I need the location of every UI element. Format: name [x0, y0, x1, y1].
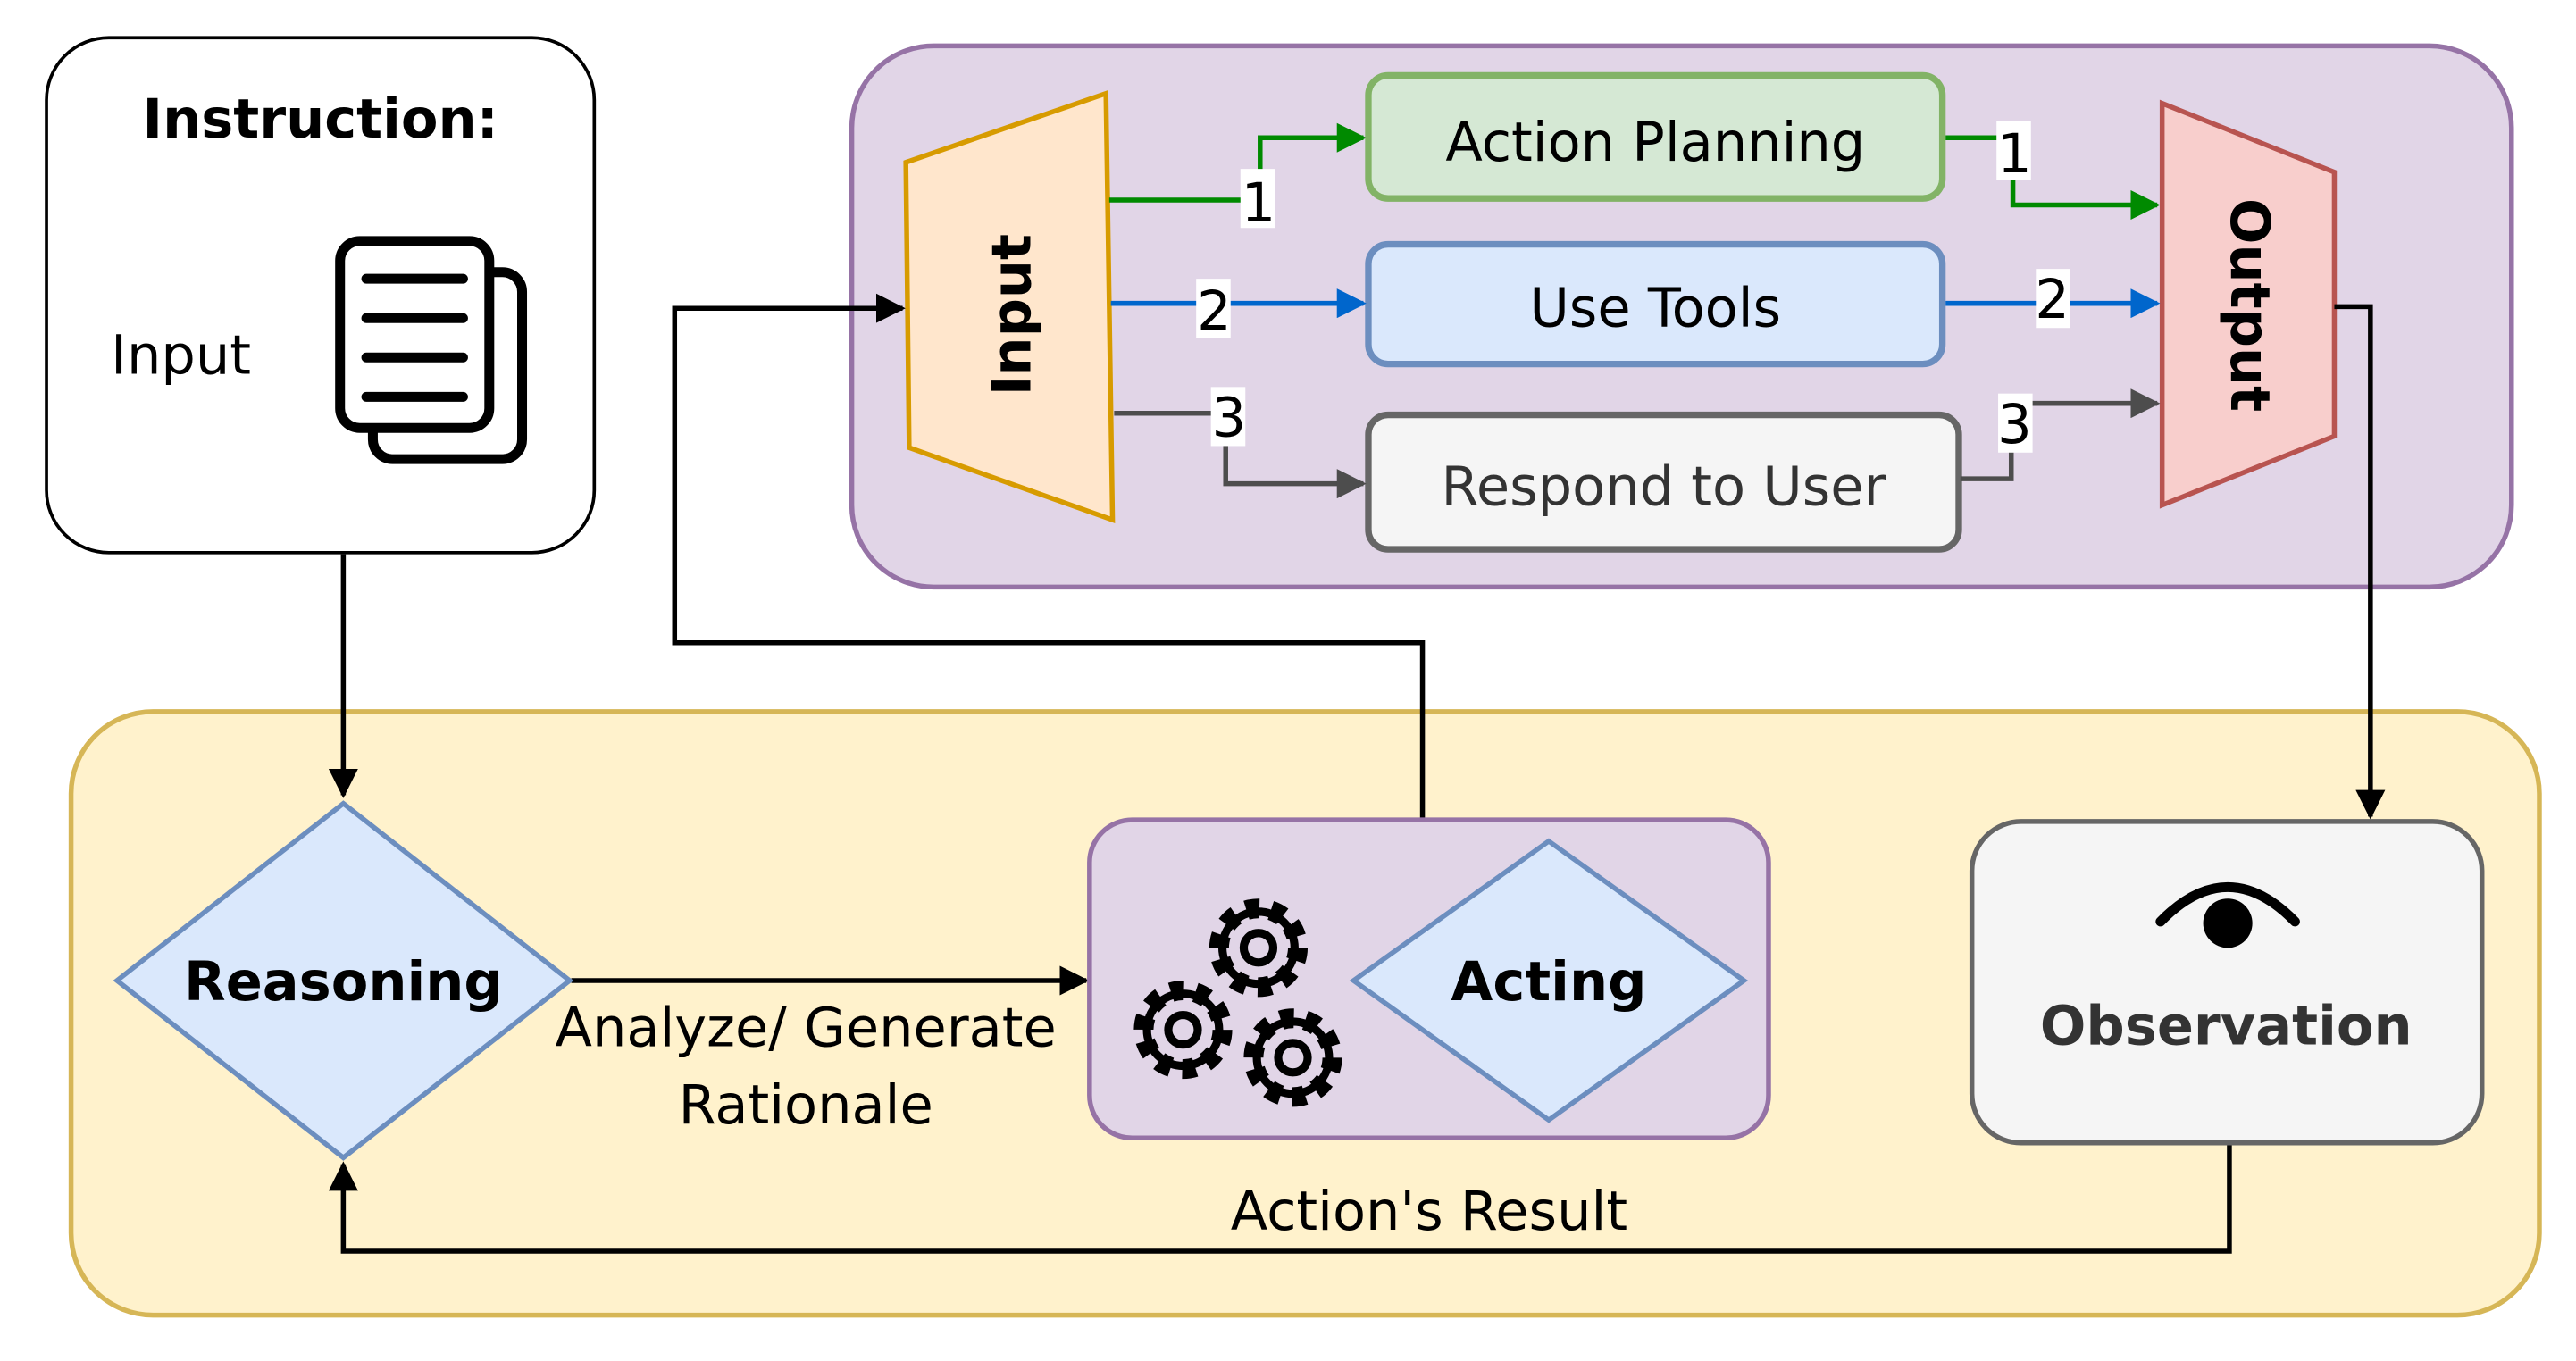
output-block-label: Output: [2218, 198, 2280, 412]
observation-box: Observation: [1969, 819, 2485, 1146]
reasoning-node: Reasoning: [113, 800, 574, 1161]
output-block: Output: [2159, 99, 2338, 509]
document-stack-icon: [335, 236, 528, 464]
path1-in-number: 1: [1242, 172, 1276, 235]
path2-in-number: 2: [1197, 280, 1232, 343]
reasoning-label: Reasoning: [184, 951, 503, 1014]
use-tools-box: Use Tools: [1365, 240, 1946, 368]
path3-out-number: 3: [1997, 394, 2032, 456]
use-tools-label: Use Tools: [1529, 277, 1781, 339]
eye-icon: [2155, 881, 2300, 948]
acting-diamond: [1349, 838, 1749, 1123]
action-planning-box: Action Planning: [1365, 71, 1946, 202]
path1-out-number: 1: [1997, 123, 2032, 186]
acting-to-input-arrow: [672, 293, 1426, 821]
acting-label: Acting: [1451, 951, 1646, 1014]
action-planning-label: Action Planning: [1445, 112, 1865, 174]
instruction-title: Instruction:: [143, 88, 498, 151]
respond-to-user-label: Respond to User: [1441, 456, 1886, 519]
input-block-label: Input: [982, 234, 1044, 396]
path3-in-number: 3: [1212, 387, 1247, 449]
output-to-observation-arrow: [2334, 304, 2386, 820]
gears-icon: [1133, 898, 1342, 1107]
instruction-input-label: Input: [111, 325, 251, 388]
rationale-label: Rationale: [679, 1074, 933, 1137]
input-block: Input: [903, 89, 1116, 523]
observation-label: Observation: [2040, 996, 2413, 1058]
path3-in-arrow: [1114, 410, 1367, 499]
path2-out-number: 2: [2035, 269, 2070, 331]
acting-box: Acting: [1087, 817, 1771, 1141]
respond-to-user-box: Respond to User: [1365, 411, 1962, 553]
instruction-box: Instruction: Input: [45, 36, 597, 555]
observation-to-reasoning-arrow: [328, 1144, 2232, 1254]
analyze-label: Analyze/ Generate: [556, 997, 1057, 1059]
actions-result-label: Action's Result: [1231, 1181, 1627, 1243]
